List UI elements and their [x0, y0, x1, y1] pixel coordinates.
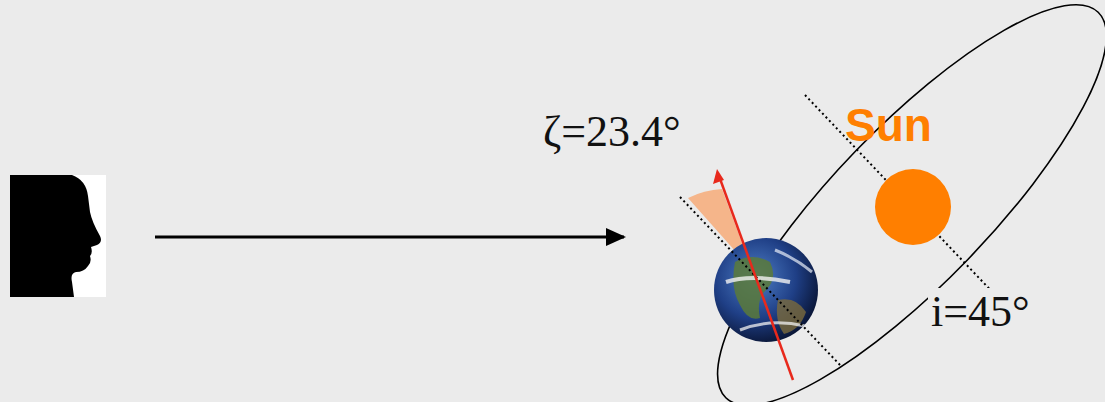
sun-disc	[875, 169, 951, 245]
sight-arrow	[155, 236, 624, 239]
earth-globe	[714, 238, 818, 342]
orbit-normal	[805, 95, 1000, 300]
earth-orbit-normal	[680, 197, 840, 365]
observer-silhouette	[10, 175, 106, 297]
obliquity-label: ζ=23.4°	[540, 108, 684, 156]
sun-label: Sun	[842, 100, 935, 151]
spin-axis	[719, 176, 793, 380]
orbit-ellipse	[670, 0, 1105, 402]
inclination-label: i=45°	[928, 288, 1033, 336]
arrow-head	[606, 228, 626, 246]
spin-axis-head	[713, 169, 724, 184]
